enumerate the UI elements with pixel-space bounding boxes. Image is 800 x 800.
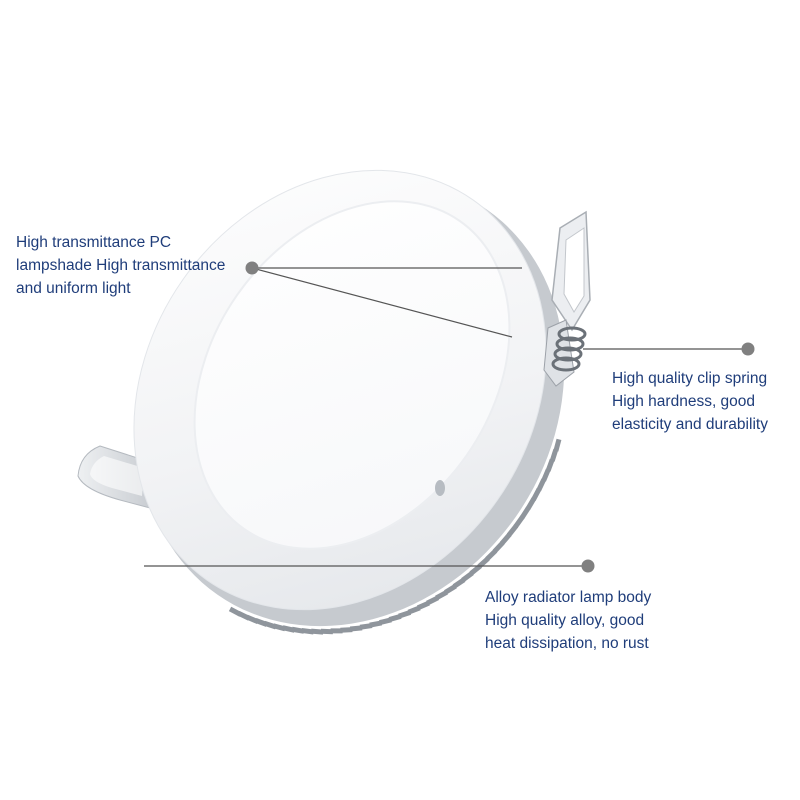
radiator-fin bbox=[379, 617, 392, 626]
left-mounting-tab bbox=[77, 445, 151, 509]
marker-lamp-body bbox=[581, 559, 595, 573]
radiator-fin bbox=[310, 628, 324, 635]
callout-lampshade-line-1: High transmittance PC bbox=[16, 234, 172, 251]
radiator-fin bbox=[426, 595, 440, 606]
callout-lamp-body: Alloy radiator lamp body High quality al… bbox=[485, 586, 651, 655]
callout-clip-spring-line-3: elasticity and durability bbox=[612, 416, 768, 433]
callout-clip-spring: High quality clip spring High hardness, … bbox=[612, 367, 768, 436]
radiator-fin bbox=[330, 628, 343, 634]
radiator-fin bbox=[545, 458, 555, 472]
radiator-fin bbox=[531, 487, 542, 501]
radiator-fin bbox=[359, 623, 373, 630]
radiator-fin bbox=[369, 620, 383, 628]
radiator-fin bbox=[320, 628, 334, 635]
callout-lampshade-line-3: and uniform light bbox=[16, 280, 131, 297]
radiator-fin bbox=[513, 515, 525, 529]
radiator-fins bbox=[228, 438, 562, 635]
screw bbox=[435, 480, 445, 496]
radiator-fin bbox=[461, 571, 474, 583]
radiator-fin bbox=[519, 506, 531, 520]
radiator-fin bbox=[536, 478, 547, 492]
radiator-fin bbox=[525, 497, 537, 511]
pc-lampshade bbox=[193, 200, 511, 550]
radiator-fin bbox=[444, 584, 457, 595]
radiator-fin bbox=[349, 625, 363, 632]
radiator-fin bbox=[506, 524, 519, 537]
leader-lines bbox=[144, 267, 748, 567]
radiator-fin bbox=[541, 468, 551, 482]
radiator-fin bbox=[452, 577, 466, 589]
radiator-fin bbox=[301, 627, 314, 635]
radiator-fin bbox=[340, 627, 353, 633]
radiator-fin bbox=[553, 438, 562, 452]
radiator-fin bbox=[388, 613, 402, 622]
radiator-fin bbox=[549, 448, 559, 462]
clip-spring bbox=[543, 210, 591, 387]
radiator-fin bbox=[416, 600, 430, 611]
radiator-fin bbox=[492, 540, 505, 554]
callout-lampshade: High transmittance PC lampshade High tra… bbox=[16, 231, 225, 300]
marker-lampshade bbox=[245, 261, 259, 275]
callout-lamp-body-line-1: Alloy radiator lamp body bbox=[485, 589, 652, 606]
callout-lampshade-line-2: lampshade High transmittance bbox=[16, 257, 226, 274]
callout-clip-spring-line-2: High hardness, good bbox=[612, 393, 756, 410]
radiator-fin bbox=[485, 548, 498, 561]
radiator-fin bbox=[228, 606, 242, 617]
callout-lamp-body-line-3: heat dissipation, no rust bbox=[485, 635, 649, 652]
radiator-fin bbox=[435, 589, 449, 601]
callout-lamp-body-line-2: High quality alloy, good bbox=[485, 612, 645, 629]
radiator-fin bbox=[407, 605, 421, 615]
callout-clip-spring-line-1: High quality clip spring bbox=[612, 370, 768, 387]
marker-clip-spring bbox=[741, 342, 755, 356]
radiator-fin bbox=[499, 532, 512, 546]
radiator-fin bbox=[398, 609, 412, 619]
radiator-fin bbox=[469, 563, 482, 576]
